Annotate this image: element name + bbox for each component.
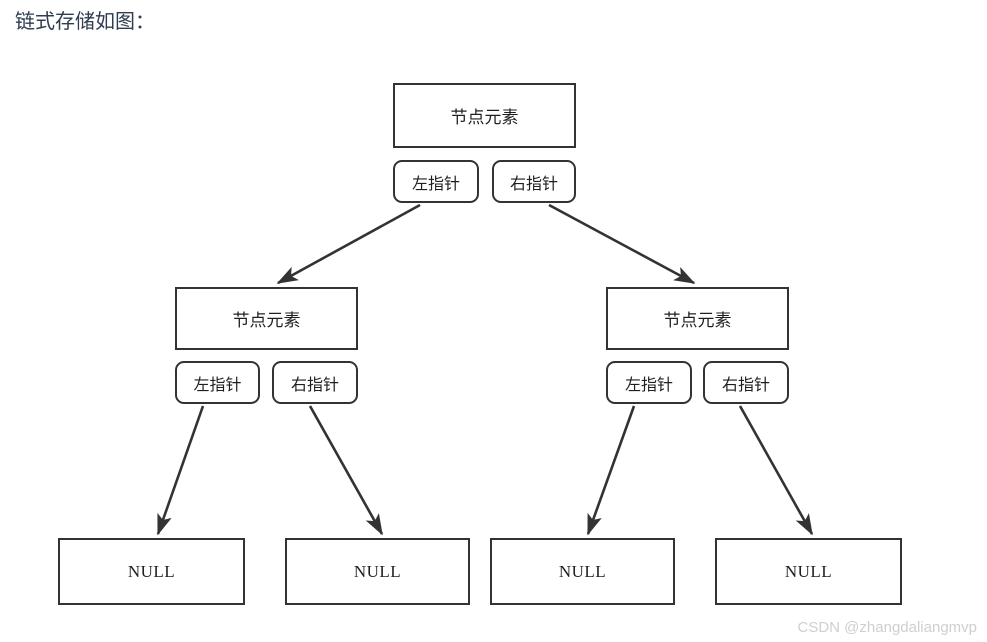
node-root-right-pointer-label: 右指针 <box>509 175 558 193</box>
null-node-3-label: NULL <box>558 561 607 581</box>
node-root-left-pointer: 左指针 <box>393 160 479 203</box>
node-left-child-left-pointer-label: 左指针 <box>193 376 242 394</box>
page-title: 链式存储如图： <box>15 11 155 33</box>
edge-right-null3 <box>586 405 636 536</box>
node-root-right-pointer: 右指针 <box>492 160 576 203</box>
edge-root-left <box>276 203 421 285</box>
null-node-1-label: NULL <box>127 561 176 581</box>
null-node-4-label: NULL <box>784 561 833 581</box>
node-right-child-right-pointer-label: 右指针 <box>721 376 770 394</box>
node-right-child-right-pointer: 右指针 <box>703 361 789 404</box>
null-node-2-label: NULL <box>353 561 402 581</box>
edge-root-right <box>548 203 696 285</box>
node-left-child-right-pointer: 右指针 <box>272 361 358 404</box>
node-left-child-left-pointer: 左指针 <box>175 361 260 404</box>
node-left-child-right-pointer-label: 右指针 <box>290 376 339 394</box>
node-right-child-left-pointer-label: 左指针 <box>624 376 673 394</box>
null-node-1: NULL <box>58 538 245 605</box>
node-root-left-pointer-label: 左指针 <box>411 175 460 193</box>
node-right-child-left-pointer: 左指针 <box>606 361 692 404</box>
null-node-3: NULL <box>490 538 675 605</box>
node-left-child-element-label: 节点元素 <box>232 311 301 330</box>
node-left-child-element: 节点元素 <box>175 287 358 350</box>
null-node-4: NULL <box>715 538 902 605</box>
node-right-child-element: 节点元素 <box>606 287 789 350</box>
edge-left-null1 <box>156 405 205 536</box>
csdn-watermark: CSDN @zhangdaliangmvp <box>797 619 977 636</box>
node-root-element: 节点元素 <box>393 83 576 148</box>
edge-right-null4 <box>738 405 814 536</box>
edge-left-null2 <box>308 405 384 536</box>
null-node-2: NULL <box>285 538 470 605</box>
node-root-element-label: 节点元素 <box>450 108 519 127</box>
node-right-child-element-label: 节点元素 <box>663 311 732 330</box>
